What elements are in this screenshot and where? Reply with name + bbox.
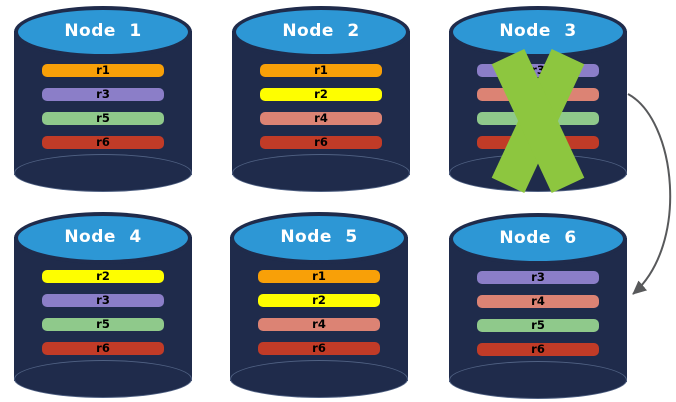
replica-bar: r6 — [42, 136, 164, 149]
replica-label: r6 — [312, 341, 326, 355]
replica-list: r3 — [449, 64, 627, 149]
cylinder-top — [14, 212, 192, 264]
replica-bar: r6 — [42, 342, 164, 355]
node-label: Node 3 — [499, 21, 577, 41]
replica-label: r5 — [96, 317, 110, 331]
cylinder-top — [14, 6, 192, 58]
replica-bar: r5 — [477, 319, 599, 332]
replica-bar: r3 — [477, 271, 599, 284]
replica-bar: r5 — [42, 318, 164, 331]
node-1: Node 1 r1 r3 r5 r6 — [14, 6, 192, 192]
cylinder-bottom — [14, 154, 192, 192]
node-label: Node 1 — [64, 21, 142, 41]
failover-arrow-path — [627, 93, 672, 295]
replica-list: r3 r4 r5 r6 — [449, 271, 627, 356]
replica-list: r2 r3 r5 r6 — [14, 270, 192, 355]
replica-bar: r2 — [258, 294, 380, 307]
replica-label: r5 — [96, 111, 110, 125]
cylinder-bottom — [232, 154, 410, 192]
replica-label: r5 — [531, 318, 545, 332]
node-3: Node 3 r3 — [449, 6, 627, 193]
replica-bar: r2 — [260, 88, 382, 101]
replica-label: r6 — [96, 135, 110, 149]
replica-label: r6 — [314, 135, 328, 149]
replica-list: r1 r2 r4 r6 — [230, 270, 408, 355]
replica-label: r6 — [96, 341, 110, 355]
replica-label: r1 — [96, 63, 110, 77]
cylinder-bottom — [449, 361, 627, 399]
node-2: Node 2 r1 r2 r4 r6 — [232, 6, 410, 192]
replica-label: r3 — [531, 270, 545, 284]
replica-label: r3 — [96, 293, 110, 307]
replica-bar: r6 — [258, 342, 380, 355]
cylinder-bottom — [230, 360, 408, 398]
node-6: Node 6 r3 r4 r5 r6 — [449, 213, 627, 399]
replica-list: r1 r2 r4 r6 — [232, 64, 410, 149]
replica-bar: r6 — [260, 136, 382, 149]
replica-label: r3 — [96, 87, 110, 101]
replica-bar: r4 — [260, 112, 382, 125]
node-label: Node 2 — [282, 21, 360, 41]
replica-bar — [477, 136, 599, 149]
replica-label: r2 — [314, 87, 328, 101]
replica-bar: r3 — [42, 294, 164, 307]
node-5: Node 5 r1 r2 r4 r6 — [230, 212, 408, 398]
replica-bar: r6 — [477, 343, 599, 356]
cylinder-bottom — [14, 360, 192, 398]
replica-label: r4 — [312, 317, 326, 331]
cylinder-top — [230, 212, 408, 264]
replica-bar: r2 — [42, 270, 164, 283]
replica-bar: r5 — [42, 112, 164, 125]
replica-bar: r4 — [477, 295, 599, 308]
replica-bar: r1 — [42, 64, 164, 77]
node-label: Node 6 — [499, 228, 577, 248]
replica-label: r1 — [312, 269, 326, 283]
replica-label: r2 — [96, 269, 110, 283]
replica-label: r2 — [312, 293, 326, 307]
replica-bar — [477, 112, 599, 125]
replica-label: r1 — [314, 63, 328, 77]
replica-label: r3 — [531, 63, 545, 77]
replica-bar: r4 — [258, 318, 380, 331]
cylinder-bottom — [449, 154, 627, 192]
replica-label: r4 — [314, 111, 328, 125]
replica-bar: r1 — [258, 270, 380, 283]
replica-bar — [477, 88, 599, 101]
cylinder-top — [449, 213, 627, 265]
node-4: Node 4 r2 r3 r5 r6 — [14, 212, 192, 398]
replica-bar: r3 — [477, 64, 599, 77]
replica-bar: r1 — [260, 64, 382, 77]
node-label: Node 5 — [280, 227, 358, 247]
replica-label: r6 — [531, 342, 545, 356]
replica-list: r1 r3 r5 r6 — [14, 64, 192, 149]
replica-bar: r3 — [42, 88, 164, 101]
replica-label: r4 — [531, 294, 545, 308]
cylinder-top — [232, 6, 410, 58]
node-label: Node 4 — [64, 227, 142, 247]
